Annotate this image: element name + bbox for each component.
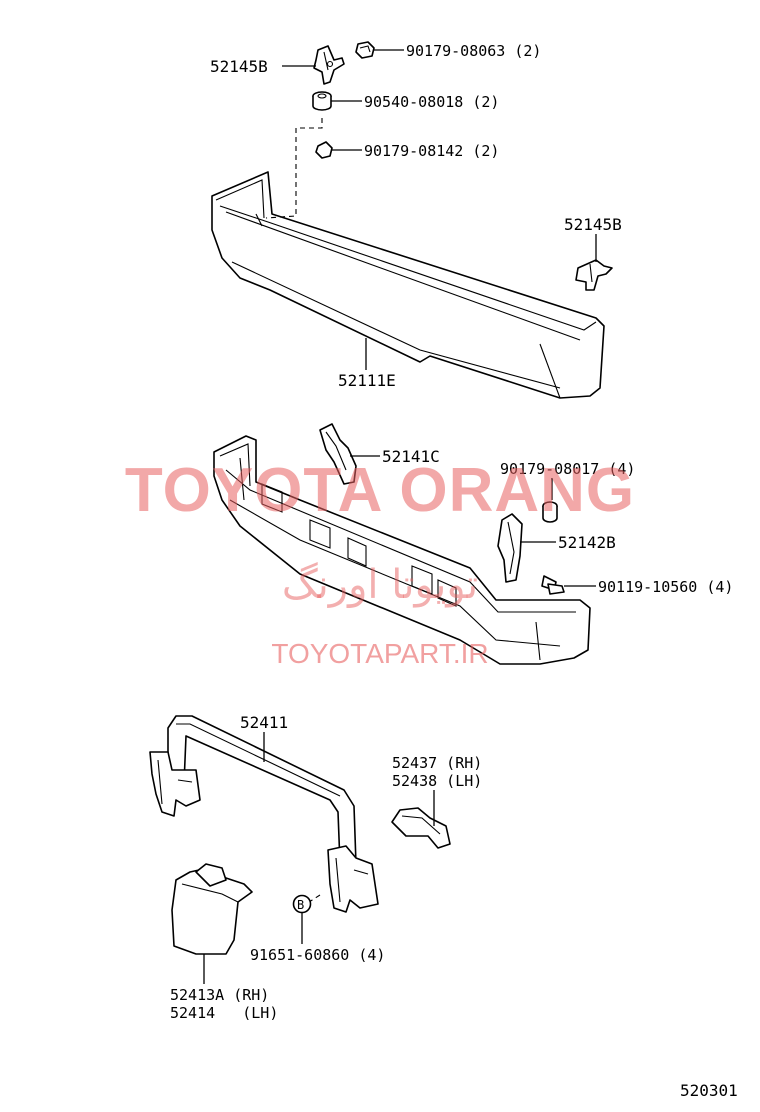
- bracket-52141c: [319, 423, 357, 485]
- bumper-reinforcement-drawing: [213, 435, 591, 665]
- watermark-url: TOYOTAPART.IR: [271, 638, 489, 669]
- label-52111e: 52111E: [338, 371, 396, 390]
- nut-90179-08017: [542, 501, 558, 523]
- bracket-52437-52438: [391, 807, 451, 849]
- label-52145b-top: 52145B: [210, 57, 268, 76]
- label-90119-10560: 90119-10560 (4): [598, 578, 733, 596]
- watermark-brand-fa: تویوتا اورنگ: [281, 562, 479, 608]
- label-52142b: 52142B: [558, 533, 616, 552]
- label-52414: 52414 (LH): [170, 1004, 278, 1022]
- bracket-52145b-right: [575, 259, 613, 291]
- bolt-90119-10560: [541, 575, 565, 595]
- label-52411: 52411: [240, 713, 288, 732]
- label-91651-60860: 91651-60860 (4): [250, 946, 385, 964]
- label-52413a: 52413A (RH): [170, 986, 269, 1004]
- bumper-end-52413a: [171, 863, 253, 955]
- bracket-52142b: [497, 513, 523, 583]
- label-52145b-right: 52145B: [564, 215, 622, 234]
- label-52141c: 52141C: [382, 447, 440, 466]
- ref-circle-b: [292, 894, 312, 914]
- bumper-arm-52411: [149, 715, 379, 913]
- label-90179-08063: 90179-08063 (2): [406, 42, 541, 60]
- label-52437: 52437 (RH): [392, 754, 482, 772]
- bracket-52145b-top: [313, 45, 345, 85]
- label-90540-08018: 90540-08018 (2): [364, 93, 499, 111]
- nut-90179-08142: [315, 141, 333, 159]
- diagram-code: 520301: [680, 1081, 738, 1100]
- label-90179-08017: 90179-08017 (4): [500, 460, 635, 478]
- label-90179-08142: 90179-08142 (2): [364, 142, 499, 160]
- nut-90179-08063: [355, 41, 375, 59]
- bumper-cover-drawing: [211, 118, 605, 399]
- cushion-90540-08018: [312, 91, 332, 111]
- label-ref-b: B: [297, 898, 304, 912]
- watermark-brand: TOYOTA ORANG: [124, 456, 636, 525]
- label-52438: 52438 (LH): [392, 772, 482, 790]
